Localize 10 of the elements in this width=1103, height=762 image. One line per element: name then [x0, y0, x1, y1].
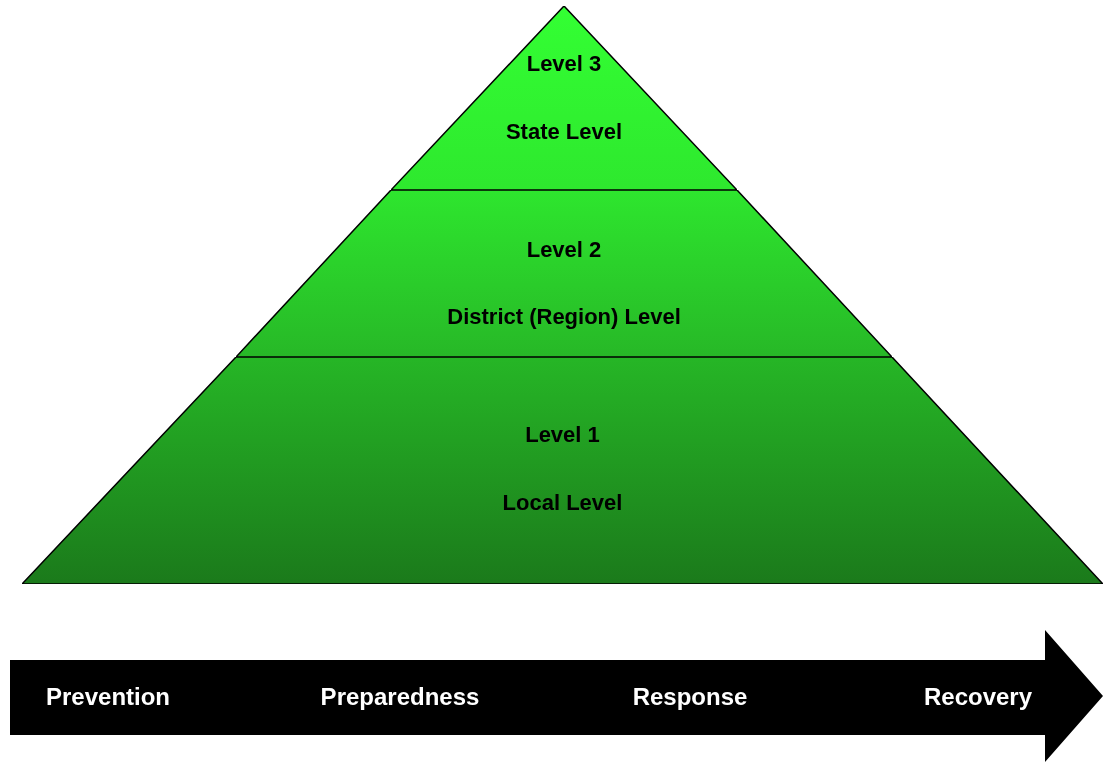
phase-label: Recovery [923, 682, 1033, 712]
tier-label: District (Region) Level [447, 302, 681, 331]
tier-label: State Level [505, 117, 623, 146]
phase-label: Preparedness [320, 682, 480, 712]
tier-label: Local Level [502, 488, 623, 517]
phase-label: Response [632, 682, 748, 712]
tier-label: Level 2 [526, 235, 602, 264]
phase-label: Prevention [46, 682, 170, 712]
tier-label: Level 1 [525, 420, 600, 449]
tier-label: Level 3 [526, 49, 602, 78]
